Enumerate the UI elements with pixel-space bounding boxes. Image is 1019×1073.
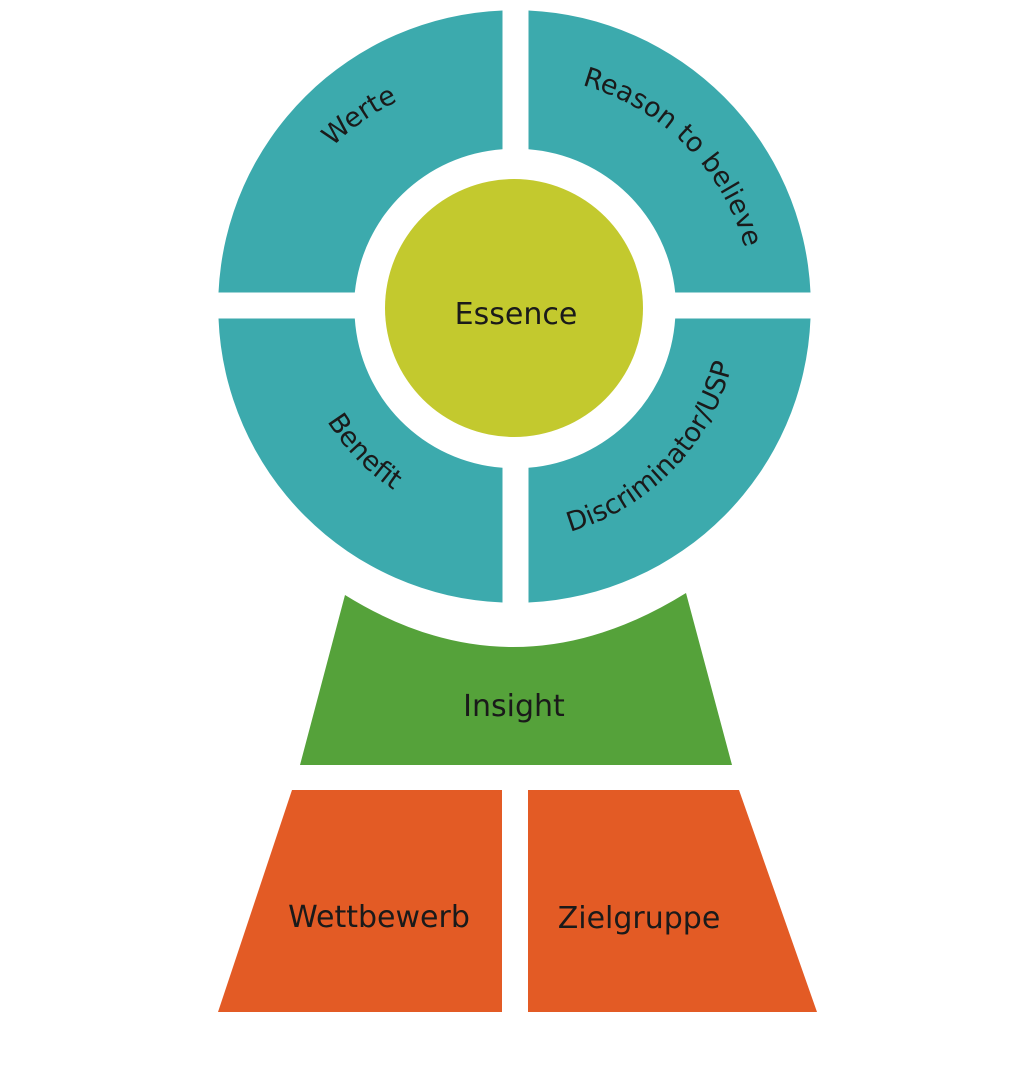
wheel-segment-benefit xyxy=(218,318,503,603)
wettbewerb-label: Wettbewerb xyxy=(288,900,470,935)
essence-label: Essence xyxy=(455,297,578,332)
base-block-wettbewerb xyxy=(218,790,502,1012)
insight-block xyxy=(300,593,732,765)
zielgruppe-label: Zielgruppe xyxy=(558,901,721,936)
insight-label: Insight xyxy=(463,689,565,724)
base-block-zielgruppe xyxy=(528,790,817,1012)
wheel-segment-werte xyxy=(218,10,503,293)
wheel-core xyxy=(385,179,643,437)
wheel-segment-discriminator-usp xyxy=(528,318,811,603)
wheel-segment-reason-to-believe xyxy=(528,10,811,293)
